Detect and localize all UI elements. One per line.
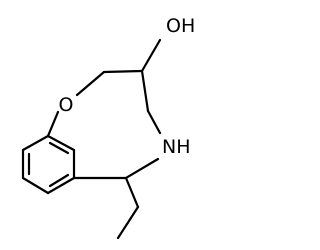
bond-aromatic-6 bbox=[46, 134, 76, 152]
bond-aromatic-1 bbox=[21, 134, 50, 152]
ring-nitrogen-label: NH bbox=[162, 136, 191, 158]
hydroxyl-label: OH bbox=[166, 15, 195, 37]
benzene-ring bbox=[21, 134, 76, 195]
bond-aromatic-double-3 bbox=[48, 141, 70, 155]
bond-choh-ch2 bbox=[140, 69, 150, 113]
bond-n-ch bbox=[124, 157, 160, 180]
oxazocine-ring bbox=[46, 69, 162, 180]
bond-ch2-n bbox=[146, 109, 162, 135]
ring-oxygen-label: O bbox=[59, 94, 74, 116]
bond-aryl-o bbox=[46, 110, 60, 138]
bond-c-oh bbox=[140, 38, 162, 73]
bond-ch2-choh bbox=[102, 69, 144, 74]
bond-ethyl-ch3 bbox=[116, 205, 140, 240]
bond-aromatic-3 bbox=[21, 176, 50, 195]
bond-aromatic-4 bbox=[46, 176, 76, 195]
bond-o-ch2 bbox=[75, 70, 106, 97]
bond-aromatic-double-2 bbox=[48, 173, 70, 188]
bond-ch-ethyl bbox=[124, 176, 140, 209]
molecule-structure: OH O NH bbox=[21, 15, 195, 240]
